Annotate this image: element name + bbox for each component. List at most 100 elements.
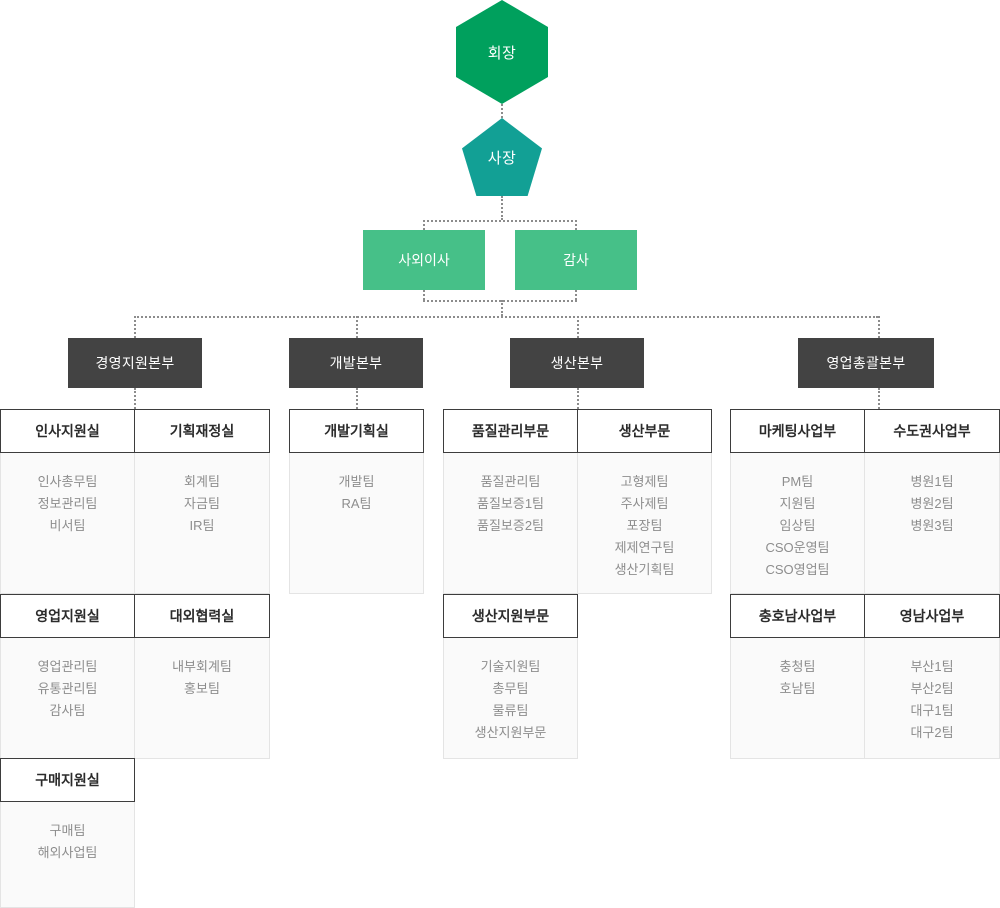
unit-external-relations[interactable]: 대외협력실 내부회계팀 홍보팀 xyxy=(135,594,270,759)
division-header-sales[interactable]: 영업총괄본부 xyxy=(798,338,934,388)
unit-planning-finance[interactable]: 기획재정실 회계팀 자금팀 IR팀 xyxy=(135,409,270,594)
team-item: 대구2팀 xyxy=(910,725,954,740)
team-item: 병원3팀 xyxy=(910,518,954,533)
unit-production-support[interactable]: 생산지원부문 기술지원팀 총무팀 물류팀 생산지원부문 xyxy=(443,594,578,759)
team-item: 제제연구팀 xyxy=(614,540,675,555)
division-header-development[interactable]: 개발본부 xyxy=(289,338,423,388)
team-item: 내부회계팀 xyxy=(172,659,232,674)
team-item: 영업관리팀 xyxy=(37,659,98,674)
connector-chairman-to-president xyxy=(501,104,503,118)
division-management: 경영지원본부 xyxy=(68,338,202,388)
team-item: 부산1팀 xyxy=(910,659,954,674)
team-item: PM팀 xyxy=(781,474,814,489)
unit-metropolitan[interactable]: 수도권사업부 병원1팀 병원2팀 병원3팀 xyxy=(865,409,1000,594)
unit-teams-yeongnam: 부산1팀 부산2팀 대구1팀 대구2팀 xyxy=(865,638,1000,759)
team-item: 병원1팀 xyxy=(910,474,954,489)
team-item: 호남팀 xyxy=(779,681,816,696)
unit-row-sales-1: 마케팅사업부 PM팀 지원팀 임상팀 CSO운영팀 CSO영업팀 수도권사업부 … xyxy=(730,409,1000,594)
unit-teams-marketing: PM팀 지원팀 임상팀 CSO운영팀 CSO영업팀 xyxy=(730,453,865,594)
team-item: IR팀 xyxy=(189,518,215,533)
team-item: CSO영업팀 xyxy=(765,562,830,577)
unit-hr-support[interactable]: 인사지원실 인사총무팀 정보관리팀 비서팀 xyxy=(0,409,135,594)
team-item: RA팀 xyxy=(341,496,372,511)
connector-advisory-right-drop xyxy=(575,220,577,230)
unit-chungho-nam[interactable]: 충호남사업부 충청팀 호남팀 xyxy=(730,594,865,759)
team-item: 포장팀 xyxy=(626,518,663,533)
unit-teams-dev-planning: 개발팀 RA팀 xyxy=(289,453,424,594)
team-item: 회계팀 xyxy=(184,474,220,489)
team-item: CSO운영팀 xyxy=(765,540,830,555)
division-title-production: 생산본부 xyxy=(550,355,604,371)
exec-label-president: 사장 xyxy=(487,149,517,167)
unit-row-production-1: 품질관리부문 품질관리팀 품질보증1팀 품질보증2팀 생산부문 고형제팀 주사제… xyxy=(443,409,712,594)
team-item: 지원팀 xyxy=(779,496,816,511)
connector-advisory-left-drop xyxy=(423,220,425,230)
connector-advisory-right-rejoin xyxy=(575,290,577,300)
unit-title-sales-support: 영업지원실 xyxy=(0,594,135,638)
unit-teams-production: 고형제팀 주사제팀 포장팀 제제연구팀 생산기획팀 xyxy=(578,453,712,594)
connector-president-down xyxy=(501,196,503,220)
unit-title-hr-support: 인사지원실 xyxy=(0,409,135,453)
team-item: 임상팀 xyxy=(779,518,816,533)
team-item: 병원2팀 xyxy=(910,496,954,511)
unit-marketing[interactable]: 마케팅사업부 PM팀 지원팀 임상팀 CSO운영팀 CSO영업팀 xyxy=(730,409,865,594)
connector-development-to-units xyxy=(356,388,358,409)
unit-teams-metropolitan: 병원1팀 병원2팀 병원3팀 xyxy=(865,453,1000,594)
unit-title-planning-finance: 기획재정실 xyxy=(135,409,270,453)
unit-title-marketing: 마케팅사업부 xyxy=(730,409,865,453)
exec-node-chairman[interactable]: 회장 xyxy=(456,0,548,104)
team-item: 개발팀 xyxy=(338,474,375,489)
connector-to-division-bus xyxy=(501,300,503,316)
connector-advisory-left-rejoin xyxy=(423,290,425,300)
division-header-production[interactable]: 생산본부 xyxy=(510,338,644,388)
advisory-label-auditor: 감사 xyxy=(563,252,589,268)
team-item: 감사팀 xyxy=(49,703,86,718)
unit-teams-purchasing-support: 구매팀 해외사업팀 xyxy=(0,802,135,908)
team-item: 품질관리팀 xyxy=(480,474,541,489)
unit-yeongnam[interactable]: 영남사업부 부산1팀 부산2팀 대구1팀 대구2팀 xyxy=(865,594,1000,759)
unit-teams-planning-finance: 회계팀 자금팀 IR팀 xyxy=(135,453,270,594)
connector-drop-development xyxy=(356,316,358,338)
team-item: 대구1팀 xyxy=(910,703,954,718)
unit-teams-quality-control: 품질관리팀 품질보증1팀 품질보증2팀 xyxy=(443,453,578,594)
team-item: 정보관리팀 xyxy=(37,496,98,511)
team-item: 기술지원팀 xyxy=(480,659,541,674)
unit-row-sales-2: 충호남사업부 충청팀 호남팀 영남사업부 부산1팀 부산2팀 대구1팀 대구2팀 xyxy=(730,594,1000,759)
connector-sales-to-units xyxy=(878,388,880,409)
connector-advisory-bus xyxy=(423,220,577,222)
unit-production[interactable]: 생산부문 고형제팀 주사제팀 포장팀 제제연구팀 생산기획팀 xyxy=(578,409,712,594)
exec-node-president[interactable]: 사장 xyxy=(462,118,542,196)
unit-sales-support[interactable]: 영업지원실 영업관리팀 유통관리팀 감사팀 xyxy=(0,594,135,759)
team-item: 구매팀 xyxy=(49,823,86,838)
team-item: 품질보증1팀 xyxy=(476,496,545,511)
unit-quality-control[interactable]: 품질관리부문 품질관리팀 품질보증1팀 품질보증2팀 xyxy=(443,409,578,594)
division-header-management[interactable]: 경영지원본부 xyxy=(68,338,202,388)
advisory-node-outside-director[interactable]: 사외이사 xyxy=(363,230,485,290)
team-item: 고형제팀 xyxy=(620,474,669,489)
unit-teams-chungho-nam: 충청팀 호남팀 xyxy=(730,638,865,759)
unit-title-chungho-nam: 충호남사업부 xyxy=(730,594,865,638)
unit-row-management-3: 구매지원실 구매팀 해외사업팀 xyxy=(0,758,135,908)
connector-advisory-rejoin-bus xyxy=(423,300,577,302)
unit-row-management-1: 인사지원실 인사총무팀 정보관리팀 비서팀 기획재정실 회계팀 자금팀 IR팀 xyxy=(0,409,270,594)
connector-division-bus xyxy=(134,316,878,318)
team-item: 인사총무팀 xyxy=(37,474,98,489)
team-item: 부산2팀 xyxy=(910,681,954,696)
unit-purchasing-support[interactable]: 구매지원실 구매팀 해외사업팀 xyxy=(0,758,135,908)
division-production: 생산본부 xyxy=(510,338,644,388)
unit-title-production-support: 생산지원부문 xyxy=(443,594,578,638)
unit-teams-sales-support: 영업관리팀 유통관리팀 감사팀 xyxy=(0,638,135,759)
advisory-node-auditor[interactable]: 감사 xyxy=(515,230,637,290)
team-item: 홍보팀 xyxy=(184,681,220,696)
unit-row-development-1: 개발기획실 개발팀 RA팀 xyxy=(289,409,424,594)
team-item: 생산기획팀 xyxy=(614,562,675,577)
connector-drop-sales xyxy=(878,316,880,338)
team-item: 유통관리팀 xyxy=(37,681,98,696)
unit-title-metropolitan: 수도권사업부 xyxy=(865,409,1000,453)
unit-title-quality-control: 품질관리부문 xyxy=(443,409,578,453)
division-sales: 영업총괄본부 xyxy=(798,338,934,388)
team-item: 자금팀 xyxy=(184,496,220,511)
unit-dev-planning[interactable]: 개발기획실 개발팀 RA팀 xyxy=(289,409,424,594)
unit-title-dev-planning: 개발기획실 xyxy=(289,409,424,453)
team-item: 비서팀 xyxy=(49,518,86,533)
